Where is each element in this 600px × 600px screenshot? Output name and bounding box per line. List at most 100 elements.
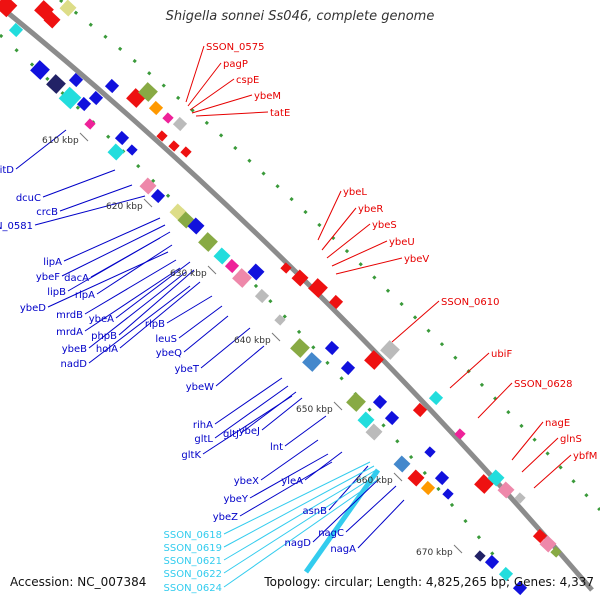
gene-feature[interactable] <box>58 86 82 110</box>
gene-feature[interactable] <box>407 469 425 487</box>
reverse-gene-label[interactable]: dcuC <box>16 193 41 204</box>
reverse-gene-label[interactable]: ybeA <box>89 314 114 325</box>
reverse-gene-label[interactable]: leuS <box>155 334 177 345</box>
reverse-gene-label[interactable]: ybeD <box>20 303 46 314</box>
gene-feature[interactable] <box>412 402 428 418</box>
gene-feature[interactable] <box>291 269 309 287</box>
gene-feature[interactable] <box>364 350 384 370</box>
gene-feature[interactable] <box>514 492 526 504</box>
gene-feature[interactable] <box>247 263 265 281</box>
gene-feature[interactable] <box>139 177 157 195</box>
reverse-gene-label[interactable]: rlpA <box>75 290 95 301</box>
forward-gene-label[interactable]: pagP <box>223 59 248 70</box>
reverse-gene-label[interactable]: rlpB <box>145 319 165 330</box>
gene-feature[interactable] <box>302 352 322 372</box>
forward-gene-label[interactable]: SSON_0610 <box>441 297 500 308</box>
gene-feature[interactable] <box>114 130 130 146</box>
gene-feature[interactable] <box>138 82 158 102</box>
reverse-gene-label[interactable]: mrdB <box>56 310 83 321</box>
reverse-gene-label[interactable]: gltK <box>181 450 201 461</box>
reverse-gene-label[interactable]: citD <box>0 165 14 176</box>
forward-gene-label[interactable]: SSON_0628 <box>514 379 573 390</box>
gene-feature[interactable] <box>76 96 92 112</box>
gene-feature[interactable] <box>224 258 240 274</box>
gene-feature[interactable] <box>365 423 383 441</box>
gene-feature[interactable] <box>68 72 84 88</box>
reverse-gene-label[interactable]: gltJ <box>223 429 239 440</box>
reverse-gene-label[interactable]: lipB <box>47 287 66 298</box>
reverse-gene-label[interactable]: nagD <box>284 538 311 549</box>
forward-gene-label[interactable]: ybfM <box>573 451 597 462</box>
gene-feature[interactable] <box>254 288 270 304</box>
gene-feature[interactable] <box>0 0 18 18</box>
reverse-gene-label[interactable]: holA <box>96 344 118 355</box>
gene-feature[interactable] <box>280 262 292 274</box>
gene-feature[interactable] <box>59 0 77 17</box>
gene-feature[interactable] <box>150 188 166 204</box>
gene-feature[interactable] <box>498 566 514 582</box>
gene-feature[interactable] <box>46 74 66 94</box>
gene-feature[interactable] <box>539 535 557 553</box>
gene-feature[interactable] <box>357 411 375 429</box>
reverse-gene-label[interactable]: ybeJ <box>239 426 260 437</box>
reverse-gene-label[interactable]: ybeT <box>174 364 199 375</box>
forward-gene-label[interactable]: ybeS <box>372 220 397 231</box>
gene-feature[interactable] <box>380 340 400 360</box>
gene-feature[interactable] <box>168 140 180 152</box>
gene-feature[interactable] <box>454 428 466 440</box>
forward-gene-label[interactable]: tatE <box>270 108 290 119</box>
gene-feature[interactable] <box>324 340 340 356</box>
gene-feature[interactable] <box>497 481 515 499</box>
reverse-gene-label[interactable]: ybeZ <box>213 512 238 523</box>
gene-feature[interactable] <box>328 294 344 310</box>
forward-gene-label[interactable]: ybeM <box>254 91 281 102</box>
gene-feature[interactable] <box>107 143 125 161</box>
gene-feature[interactable] <box>84 118 96 130</box>
rna-gene-label[interactable]: SSON_0619 <box>164 543 223 554</box>
gene-feature[interactable] <box>8 22 24 38</box>
gene-feature[interactable] <box>162 112 174 124</box>
rna-gene-label[interactable]: SSON_0618 <box>164 530 223 541</box>
forward-gene-label[interactable]: ubiF <box>491 349 512 360</box>
forward-gene-label[interactable]: cspE <box>236 75 259 86</box>
reverse-gene-label[interactable]: lnt <box>270 442 283 453</box>
gene-feature[interactable] <box>88 90 104 106</box>
rna-feature[interactable] <box>303 468 381 574</box>
reverse-gene-label[interactable]: lipA <box>43 257 62 268</box>
reverse-gene-label[interactable]: dacA <box>64 273 89 284</box>
gene-feature[interactable] <box>180 146 192 158</box>
gene-feature[interactable] <box>532 528 548 544</box>
gene-feature[interactable] <box>434 470 450 486</box>
gene-feature[interactable] <box>442 488 454 500</box>
reverse-gene-label[interactable]: ybeX <box>234 476 259 487</box>
forward-gene-label[interactable]: ybeL <box>343 187 367 198</box>
reverse-gene-label[interactable]: rihA <box>193 420 213 431</box>
reverse-gene-label[interactable]: SSON_0581 <box>0 221 33 232</box>
gene-feature[interactable] <box>43 11 61 29</box>
gene-feature[interactable] <box>384 410 400 426</box>
gene-feature[interactable] <box>232 268 252 288</box>
reverse-gene-label[interactable]: crcB <box>36 207 58 218</box>
forward-gene-label[interactable]: glnS <box>560 434 582 445</box>
rna-gene-label[interactable]: SSON_0621 <box>164 556 223 567</box>
reverse-gene-label[interactable]: ybeB <box>62 344 87 355</box>
reverse-gene-label[interactable]: ybeQ <box>156 348 182 359</box>
reverse-gene-label[interactable]: mrdA <box>56 327 83 338</box>
reverse-gene-label[interactable]: phpB <box>91 331 117 342</box>
gene-feature[interactable] <box>420 480 436 496</box>
reverse-gene-label[interactable]: nagC <box>318 528 344 539</box>
gene-feature[interactable] <box>126 144 138 156</box>
gene-feature[interactable] <box>156 130 168 142</box>
reverse-gene-label[interactable]: ybeY <box>223 494 248 505</box>
forward-gene-label[interactable]: nagE <box>545 418 570 429</box>
gene-feature[interactable] <box>148 100 164 116</box>
gene-feature[interactable] <box>512 580 528 596</box>
gene-feature[interactable] <box>30 60 50 80</box>
gene-feature[interactable] <box>213 247 231 265</box>
gene-feature[interactable] <box>372 394 388 410</box>
gene-feature[interactable] <box>428 390 444 406</box>
forward-gene-label[interactable]: ybeV <box>404 254 429 265</box>
gene-feature[interactable] <box>308 278 328 298</box>
forward-gene-label[interactable]: SSON_0575 <box>206 42 265 53</box>
rna-gene-label[interactable]: SSON_0622 <box>164 569 223 580</box>
